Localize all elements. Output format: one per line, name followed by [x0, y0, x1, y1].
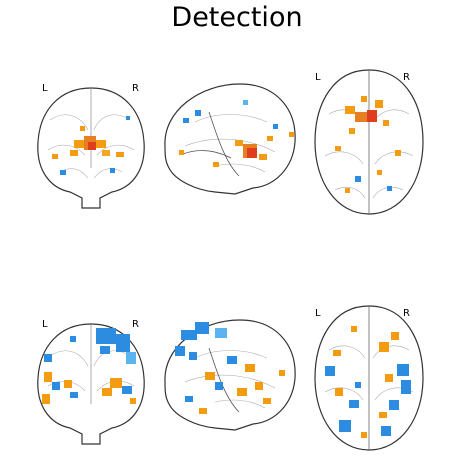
top-coronal-view: L R: [30, 80, 152, 209]
bottom-axial-view: L R: [305, 302, 433, 452]
right-label: R: [132, 319, 139, 330]
top-sagittal-view: [155, 76, 303, 204]
right-label: R: [403, 308, 410, 319]
coronal-brain-outline: [37, 323, 145, 445]
right-label: R: [403, 72, 410, 83]
figure-title: Detection: [171, 2, 303, 33]
left-label: L: [42, 83, 48, 94]
right-label: R: [132, 83, 139, 94]
coronal-activation: [42, 328, 136, 404]
top-axial-view: L R: [305, 66, 433, 216]
sagittal-brain-outline: [164, 83, 296, 195]
coronal-activation: [52, 116, 130, 175]
bottom-sagittal-view: [155, 312, 303, 440]
axial-activation: [335, 96, 401, 193]
axial-brain-outline: [314, 305, 424, 451]
left-label: L: [315, 308, 321, 319]
sagittal-activation: [175, 322, 285, 414]
axial-activation: [325, 326, 411, 438]
sagittal-brain-outline: [164, 319, 296, 431]
axial-brain-outline: [314, 69, 424, 215]
bottom-coronal-view: L R: [30, 316, 152, 445]
sagittal-activation: [179, 100, 294, 167]
coronal-brain-outline: [37, 87, 145, 209]
left-label: L: [315, 72, 321, 83]
left-label: L: [42, 319, 48, 330]
